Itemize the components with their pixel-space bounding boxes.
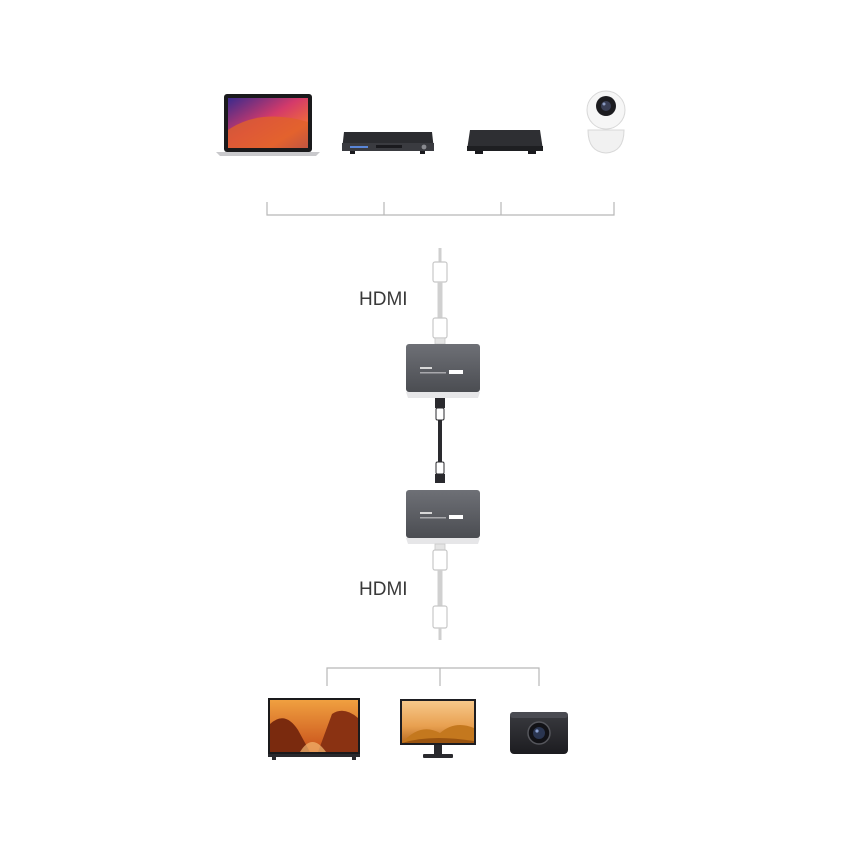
tv-icon bbox=[268, 698, 360, 760]
laptop-icon bbox=[216, 94, 320, 156]
top-bracket-line bbox=[266, 202, 615, 216]
bottom-hdmi-cable bbox=[432, 543, 448, 640]
top-hdmi-cable bbox=[432, 248, 448, 345]
top-hdmi-label: HDMI bbox=[359, 289, 408, 310]
security-camera-icon bbox=[586, 90, 626, 154]
bottom-hdmi-label: HDMI bbox=[359, 579, 408, 600]
set-top-box-icon bbox=[467, 130, 543, 154]
transmitter-extender-icon bbox=[406, 344, 480, 398]
bottom-bracket-line bbox=[326, 667, 540, 686]
projector-icon bbox=[510, 712, 568, 754]
network-cable-icon bbox=[435, 398, 445, 483]
monitor-icon bbox=[400, 699, 476, 758]
receiver-extender-icon bbox=[406, 490, 480, 544]
dvd-player-icon bbox=[342, 132, 434, 154]
